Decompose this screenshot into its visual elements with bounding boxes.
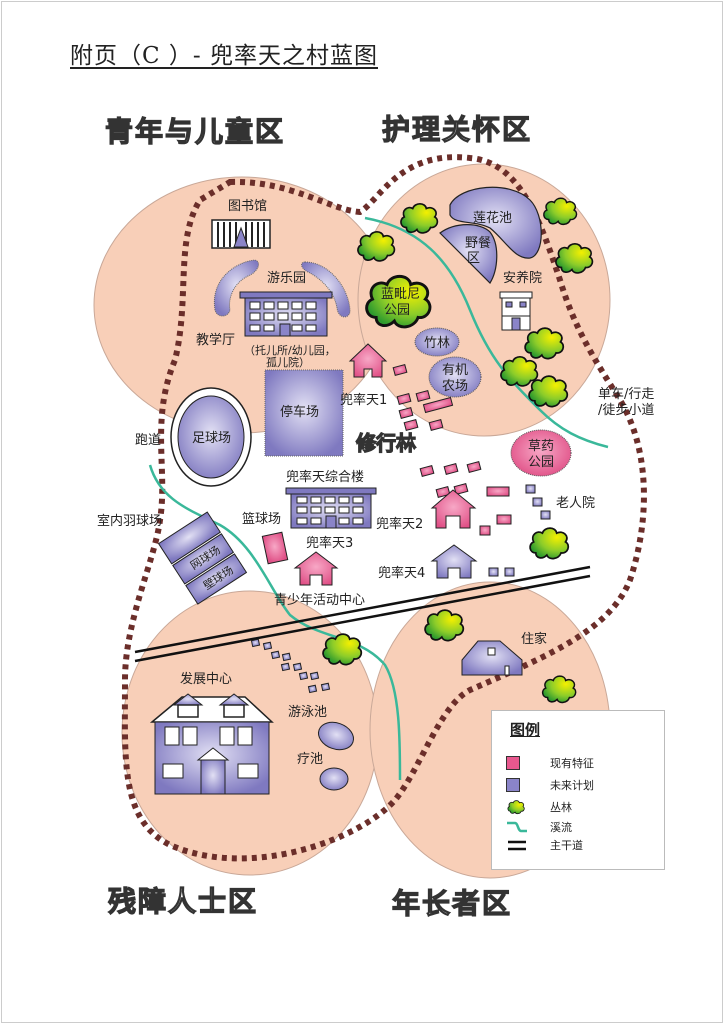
existing-features (261, 363, 512, 565)
tree-icon (506, 799, 526, 815)
bamboo-grove (414, 327, 460, 357)
label-parking: 停车场 (280, 404, 319, 420)
playground-arc-right (301, 261, 351, 318)
label-organic1: 有机 (442, 363, 468, 378)
tusita3-house (293, 551, 339, 586)
label-organic2: 农场 (442, 379, 468, 394)
label-complex: 兜率天综合楼 (286, 469, 364, 485)
residence-building (461, 640, 523, 676)
label-playground: 游乐园 (267, 271, 306, 286)
legend-title: 图例 (510, 721, 541, 739)
library-icon (211, 219, 271, 249)
label-soccer: 足球场 (192, 431, 231, 446)
purple-square-icon (506, 778, 520, 792)
label-track: 跑道 (135, 433, 161, 448)
label-path1: 单车/行走 (598, 386, 654, 402)
parking-lot (264, 369, 344, 457)
swimming-pool (318, 721, 354, 751)
dev-center-building (149, 693, 274, 795)
label-basketball: 篮球场 (242, 512, 281, 527)
legend-item-existing: 现有特征 (506, 755, 594, 771)
organic-farm (428, 356, 482, 398)
label-tusita4: 兜率天4 (378, 565, 425, 581)
tusita1-house (348, 343, 388, 378)
label-teaching-sub1: （托儿所/幼儿园， (244, 343, 336, 357)
legend-item-stream: 溪流 (506, 819, 572, 835)
playground-arc-left (213, 259, 259, 317)
label-tusita2: 兜率天2 (376, 516, 423, 532)
label-teaching-sub2: 孤儿院） (266, 355, 310, 369)
page-title: 附页（C ）- 兜率天之村蓝图 (70, 43, 378, 69)
label-badminton: 室内羽球场 (97, 513, 162, 529)
zone-title-care: 护理关怀区 (381, 112, 533, 146)
legend-label: 未来计划 (550, 779, 594, 792)
tusita2-house (430, 489, 477, 529)
village-boundary (121, 154, 647, 862)
label-lumbini1: 蓝毗尼 (381, 287, 420, 302)
label-herb1: 草药 (528, 439, 554, 454)
legend-label: 溪流 (550, 821, 572, 834)
label-youth-center: 青少年活动中心 (274, 593, 365, 608)
label-nursing-home: 安养院 (503, 270, 542, 286)
label-therapy-pool: 疗池 (297, 752, 323, 767)
road-icon (508, 840, 526, 851)
picnic-area (439, 224, 498, 284)
zone-title-elderly: 年长者区 (391, 886, 513, 920)
label-bamboo: 竹林 (424, 336, 450, 351)
stream-icon (507, 821, 527, 833)
legend-item-tree: 丛林 (506, 799, 572, 815)
legend-label: 丛林 (550, 801, 572, 814)
label-pool: 游泳池 (288, 705, 327, 720)
teaching-hall-building (239, 291, 333, 337)
sports-courts: 网球场 壁球场 (157, 511, 248, 605)
label-residence: 住家 (521, 631, 547, 647)
legend: 图例 现有特征 未来计划 丛林 溪流 主干道 (491, 710, 665, 870)
label-path2: /徒步小道 (598, 403, 654, 418)
stream-south (148, 464, 402, 781)
zone-title-youth: 青年与儿童区 (104, 114, 286, 148)
label-lumbini2: 公园 (384, 303, 410, 318)
soccer-field (170, 387, 252, 487)
complex-building (285, 487, 377, 529)
label-tusita1: 兜率天1 (340, 392, 387, 408)
legend-item-planned: 未来计划 (506, 777, 594, 793)
label-picnic1: 野餐 (465, 235, 491, 251)
label-picnic2: 区 (467, 251, 480, 266)
label-teaching-hall: 教学厅 (196, 332, 235, 348)
planned-features (250, 484, 551, 694)
label-meditation-forest: 修行林 (355, 431, 416, 455)
herb-park (510, 429, 572, 477)
legend-item-road: 主干道 (506, 837, 583, 853)
stream (364, 216, 609, 449)
label-herb2: 公园 (528, 455, 554, 470)
label-dev-center: 发展中心 (180, 671, 232, 687)
label-old-folks: 老人院 (556, 496, 595, 511)
label-tusita3: 兜率天3 (306, 535, 353, 551)
label-library: 图书馆 (228, 199, 267, 214)
tusita4-house (430, 544, 478, 579)
legend-label: 主干道 (550, 839, 583, 852)
main-road (134, 565, 591, 663)
pink-square-icon (506, 756, 520, 770)
zone-title-disabled: 残障人士区 (107, 884, 259, 918)
therapy-pool (319, 767, 349, 791)
legend-label: 现有特征 (550, 757, 594, 770)
lotus-pond (449, 186, 542, 259)
nursing-home-building (499, 291, 533, 331)
label-lotus-pond: 莲花池 (473, 210, 512, 226)
tree-icon (529, 527, 570, 560)
